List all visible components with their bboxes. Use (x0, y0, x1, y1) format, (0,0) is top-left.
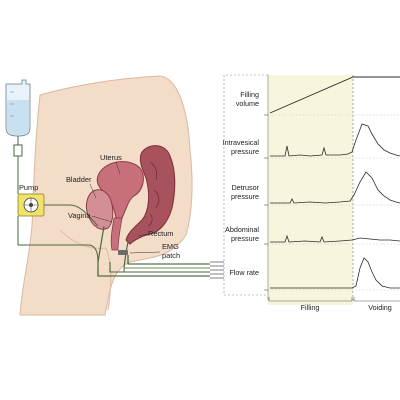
pelvis-shading (59, 229, 112, 311)
trace-flow-rate (270, 257, 400, 289)
trace-label-intravesical-1: Intravesical (223, 138, 260, 147)
trace-label-detrusor-2: pressure (231, 192, 259, 201)
anatomy-illustration (19, 75, 193, 316)
leader-rectum (137, 233, 149, 237)
lead-4 (127, 255, 210, 265)
label-emg-line2: patch (162, 251, 180, 260)
recorder-outline (223, 74, 268, 296)
filling-phase-bg (268, 75, 353, 305)
voiding-bracket (353, 297, 400, 302)
trace-label-filling-volume-1: Filling (240, 90, 259, 99)
rectum (125, 145, 176, 245)
label-rectum: Rectum (148, 229, 173, 238)
label-bladder: Bladder (66, 175, 92, 184)
leader-vagina (91, 215, 113, 223)
infusion-tube (13, 136, 23, 194)
recorder-bracket (210, 261, 224, 279)
phase-label-filling: Filling (301, 303, 320, 312)
trace-label-abdominal-2: pressure (231, 234, 259, 243)
trace-intravesical-pressure (270, 123, 400, 157)
label-emg-line1: EMG (162, 242, 179, 251)
uterus (96, 161, 144, 219)
trace-label-abdominal-1: Abdominal (225, 225, 259, 234)
bladder (85, 189, 114, 230)
label-vagina: Vagina (68, 211, 91, 220)
trace-label-intravesical-2: pressure (231, 147, 259, 156)
voiding-phase-bg (353, 75, 400, 305)
trace-filling-volume (269, 76, 400, 114)
trace-label-filling-volume-2: volume (236, 99, 259, 108)
anatomy-labels: Uterus Bladder Vagina Rectum EMG patch (66, 153, 180, 260)
pump-rotor-arms (24, 198, 38, 212)
lead-3 (123, 267, 210, 272)
leader-bladder (89, 183, 97, 199)
leader-uterus (115, 161, 121, 175)
infusion-setup: Pump (5, 79, 99, 263)
traces-panel: Filling volume Intravesical pressure Det… (210, 74, 400, 312)
pump-to-bladder-tube (44, 204, 99, 227)
trace-abdominal-pressure (270, 234, 400, 243)
label-pump: Pump (19, 183, 38, 192)
lead-1 (97, 270, 210, 277)
fluid-level (7, 100, 29, 135)
trace-label-flow-rate: Flow rate (229, 268, 259, 277)
leader-emg (129, 251, 161, 254)
filling-bracket (268, 297, 353, 302)
vagina (110, 217, 123, 251)
trace-detrusor-pressure (270, 171, 400, 204)
pump-return-tube (17, 216, 99, 263)
trace-label-detrusor-1: Detrusor (231, 183, 259, 192)
colon-folds (147, 161, 160, 227)
label-uterus: Uterus (100, 153, 122, 162)
recorder-leads (97, 255, 210, 277)
phase-label-voiding: Voiding (368, 303, 392, 312)
lead-2 (109, 262, 210, 273)
emg-patch (118, 250, 128, 255)
